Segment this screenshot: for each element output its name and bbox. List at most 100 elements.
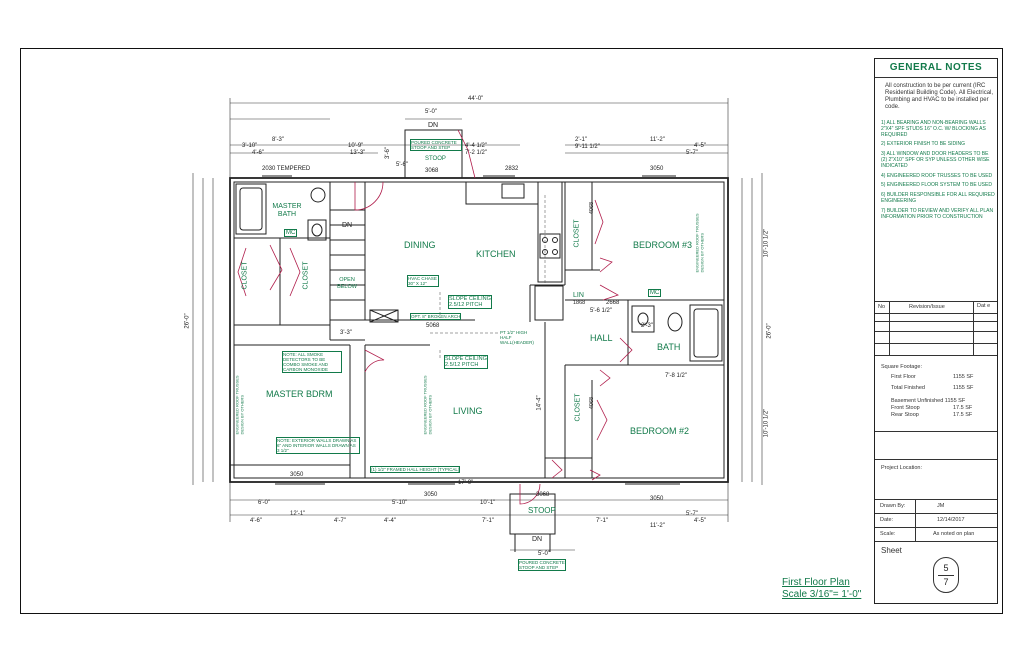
roof-truss-note-1: ENGINEERED ROOF TRUSSES DESIGN BY OTHERS xyxy=(694,213,705,273)
room-master-bath: MASTER BATH xyxy=(272,203,302,218)
dim-7-1: 7'-1" xyxy=(482,518,494,524)
room-closet-mb1: CLOSET xyxy=(241,261,249,290)
dim-3-6: 3'-6" xyxy=(384,147,391,159)
slope-ceiling-2: SLOPE CEILING 2.5/12 PITCH xyxy=(444,355,488,369)
room-closet-mb2: CLOSET xyxy=(302,261,310,290)
revision-issue-header: Revision/Issue xyxy=(909,304,945,310)
room-mc-1: MC xyxy=(284,229,298,237)
room-dn-stair: DN xyxy=(342,222,353,229)
sheet-number-divider xyxy=(938,575,954,576)
divider xyxy=(973,301,974,355)
divider xyxy=(875,499,997,500)
dim-5-10: 5'-10" xyxy=(392,500,408,506)
dim-5-7: 5'-7" xyxy=(686,150,698,156)
sqft-label: Rear Stoop xyxy=(891,412,919,418)
dim-11-2: 11'-2" xyxy=(650,137,665,143)
dim-overall: 44'-0" xyxy=(468,96,484,102)
door-1868: 1868 xyxy=(573,300,586,306)
rear-stoop-note: POURED CONCRETE STOOP AND STEP xyxy=(410,139,462,151)
room-bedroom2: BEDROOM #2 xyxy=(630,426,690,436)
room-open-below: OPEN BELOW xyxy=(337,277,357,290)
hvac-chase-note: HVAC CHASE 30" X 12" xyxy=(407,275,439,287)
door-4068-br2: 4068 xyxy=(589,396,596,410)
divider xyxy=(875,431,997,432)
room-closet-br2: CLOSET xyxy=(574,393,582,422)
sheet-label: Sheet xyxy=(881,546,902,555)
title-block: GENERAL NOTES All construction to be per… xyxy=(874,58,998,604)
divider xyxy=(875,313,997,314)
window-3050-top: 3050 xyxy=(650,166,664,172)
general-note: 5) ENGINEERED FLOOR SYSTEM TO BE USED xyxy=(881,182,992,189)
room-dining: DINING xyxy=(404,240,436,250)
framed-wall-note: (1) 1/2" FRAMED HALL HEIGHT (TYPICAL) xyxy=(370,466,461,473)
dim-10-1: 10'-1" xyxy=(480,500,496,506)
window-3050-bm: 3050 xyxy=(424,492,438,498)
room-closet-br3: CLOSET xyxy=(573,219,581,248)
dim-4-6: 4'-6" xyxy=(252,150,264,156)
divider xyxy=(889,301,890,355)
door-4068-br3: 4068 xyxy=(589,201,596,215)
revision-no-header: No xyxy=(878,304,886,310)
dim-2-3: 2'-3" xyxy=(641,323,653,329)
plan-scale: Scale 3/16"= 1'-0" xyxy=(782,589,862,600)
room-living: LIVING xyxy=(453,406,483,416)
divider xyxy=(875,513,997,514)
general-note: 2) EXTERIOR FINISH TO BE SIDING xyxy=(881,141,965,148)
dim-10-10-half-a: 10'-10 1/2" xyxy=(763,228,770,258)
sqft-value: 17.5 SF xyxy=(953,405,973,411)
dim-4-7: 4'-7" xyxy=(334,518,346,524)
general-note: 3) ALL WINDOW AND DOOR HEADERS TO BE (2)… xyxy=(881,151,990,169)
smoke-note: NOTE: ALL SMOKE DETECTORS TO BE COMBO SM… xyxy=(282,351,342,373)
divider xyxy=(875,527,997,528)
roof-truss-note-2: ENGINEERED ROOF TRUSSES DESIGN BY OTHERS xyxy=(234,375,245,435)
date-value: 12/14/2017 xyxy=(937,517,965,523)
rear-stoop-label: STOOP xyxy=(425,156,446,162)
sqft-value: 1155 SF xyxy=(953,385,974,391)
plan-title: First Floor Plan xyxy=(782,577,850,588)
dim-3-10: 3'-10" xyxy=(242,143,258,149)
divider xyxy=(875,541,997,542)
roof-truss-note-3: ENGINEERED ROOF TRUSSES DESIGN BY OTHERS xyxy=(422,375,433,435)
dim-4-5-b: 4'-5" xyxy=(694,518,706,524)
scale-value: As noted on plan xyxy=(933,531,975,537)
room-bath: BATH xyxy=(657,342,681,352)
dim-4-5: 4'-5" xyxy=(694,143,706,149)
plan-title-block: First Floor Plan Scale 3/16"= 1'-0" xyxy=(782,577,861,601)
divider xyxy=(875,321,997,322)
sheet-number-badge: 5 7 xyxy=(933,557,959,593)
window-2668: 2668 xyxy=(606,300,620,306)
dim-13-3: 13'-3" xyxy=(350,150,366,156)
general-note: 1) ALL BEARING AND NON-BEARING WALLS 2"X… xyxy=(881,120,986,138)
dim-7-2-half: 7'-2 1/2" xyxy=(465,150,487,156)
dim-6-0: 6'-0" xyxy=(258,500,270,506)
dim-5-7-b: 5'-7" xyxy=(686,511,698,517)
door-3068-rear: 3068 xyxy=(425,168,439,174)
window-3050-bl: 3050 xyxy=(290,472,304,478)
door-5068: 5068 xyxy=(426,323,440,329)
window-3050-br: 3050 xyxy=(650,496,664,502)
dim-3-3: 3'-3" xyxy=(340,330,352,336)
drawn-by-value: JM xyxy=(937,503,945,509)
window-2832: 2832 xyxy=(505,166,519,172)
front-stoop-note: POURED CONCRETE STOOP AND STEP xyxy=(518,559,566,571)
sqft-label: Front Stoop xyxy=(891,405,920,411)
dim-4-4: 4'-4" xyxy=(384,518,396,524)
sheet-number: 5 xyxy=(943,563,949,573)
dim-front-stoop: 5'-0" xyxy=(538,551,550,557)
sqft-label: Total Finished xyxy=(891,385,925,391)
divider xyxy=(915,499,916,541)
general-notes-intro: All construction to be per current (IRC … xyxy=(885,83,994,110)
dim-14-4: 14'-4" xyxy=(536,395,543,411)
dim-7-1-b: 7'-1" xyxy=(596,518,608,524)
general-note: 4) ENGINEERED ROOF TRUSSES TO BE USED xyxy=(881,172,993,179)
rear-dn-label: DN xyxy=(428,122,439,129)
dim-26-0-left: 26'-0" xyxy=(184,313,191,329)
revision-date-header: Dat e xyxy=(977,303,991,309)
sheet-total: 7 xyxy=(943,577,949,587)
dim-11-2-b: 11'-2" xyxy=(650,523,665,529)
divider xyxy=(875,301,997,302)
half-wall-note: PT 1/2" HIGH HALF WALL(HEADER) xyxy=(500,330,534,345)
dim-2-1: 2'-1" xyxy=(575,137,587,143)
slope-ceiling-1: SLOPE CEILING 2.5/12 PITCH xyxy=(448,295,492,309)
